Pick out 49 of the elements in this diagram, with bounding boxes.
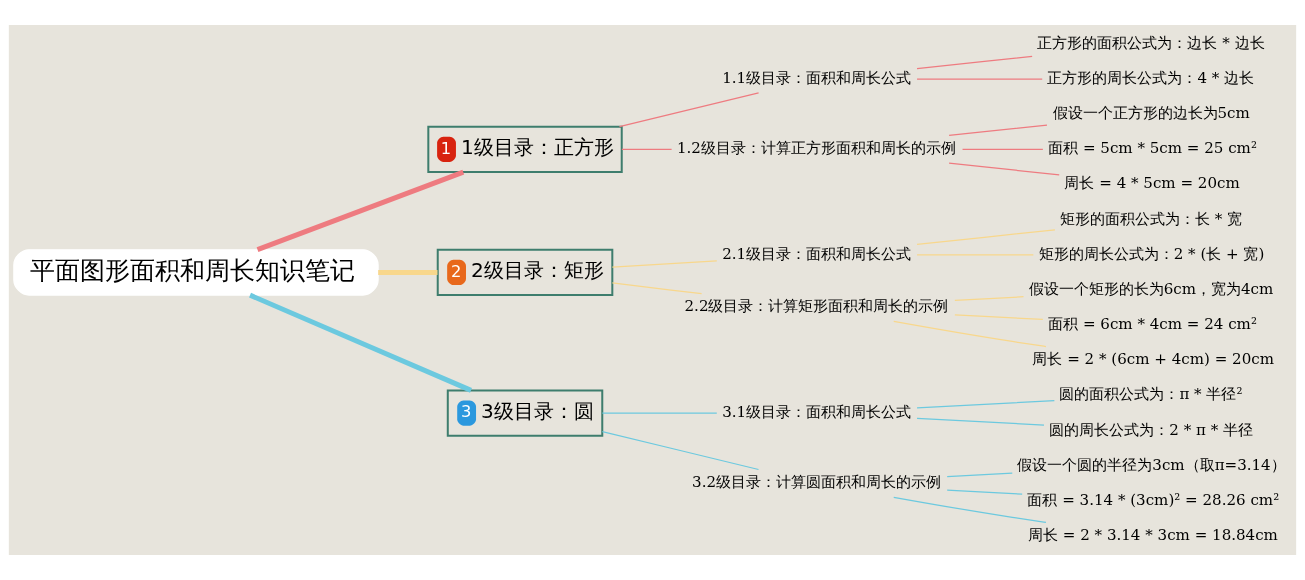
node-text: 矩形的周长公式为：2 * (长 + 宽) [1038, 244, 1265, 263]
node-text: 圆的面积公式为：π * 半径² [1059, 385, 1243, 404]
node-text: 周长 = 2 * (6cm + 4cm) = 20cm [1032, 350, 1274, 369]
node-text: 矩形的面积公式为：长 * 宽 [1060, 209, 1243, 228]
node-text: 1.2级目录：计算正方形面积和周长的示例 [676, 139, 956, 158]
connector [893, 496, 1047, 523]
node-box: 3 3级目录：圆 [446, 389, 604, 437]
connector [916, 78, 1043, 80]
connector [256, 169, 465, 253]
node-text: 正方形的面积公式为：边长 * 边长 [1037, 33, 1265, 52]
connector [621, 148, 673, 150]
connector [916, 399, 1055, 409]
node-box: 1 1级目录：正方形 [427, 125, 623, 173]
node-text: 3.2级目录：计算圆面积和周长的示例 [692, 473, 942, 492]
connector [916, 417, 1045, 426]
node-text: 周长 = 2 * 3.14 * 3cm = 18.84cm [1028, 526, 1278, 545]
node-text: 2.2级目录：计算矩形面积和周长的示例 [684, 297, 949, 316]
node-text: 面积 = 6cm * 4cm = 24 cm² [1048, 315, 1257, 334]
connector [618, 92, 760, 128]
node-text: 面积 = 5cm * 5cm = 25 cm² [1048, 139, 1257, 158]
node-box: 平面图形面积和周长知识笔记 [13, 249, 379, 296]
node-text: 假设一个矩形的长为6cm，宽为4cm [1028, 279, 1274, 298]
node-box: 2 2级目录：矩形 [436, 248, 614, 297]
connector [893, 320, 1047, 348]
node-text: 假设一个圆的半径为3cm（取π=3.14） [1017, 455, 1286, 474]
node-text: 1.1级目录：面积和周长公式 [722, 68, 912, 87]
connector [611, 260, 718, 268]
node-text: 圆的周长公式为：2 * π * 半径 [1049, 420, 1254, 439]
node-text: 面积 = 3.14 * (3cm)² = 28.26 cm² [1027, 490, 1280, 509]
connector [601, 412, 718, 414]
connector [378, 269, 438, 275]
connector [916, 55, 1033, 70]
node-text: 3.1级目录：面积和周长公式 [722, 402, 912, 421]
connector [611, 282, 703, 295]
connector [954, 314, 1044, 321]
node-text: 正方形的周长公式为：4 * 边长 [1047, 68, 1255, 87]
connector [946, 489, 1023, 495]
connector [946, 472, 1013, 478]
connector [916, 229, 1056, 245]
connector [948, 162, 1060, 176]
connector [961, 148, 1044, 150]
node-text: 周长 = 4 * 5cm = 20cm [1064, 174, 1240, 193]
node-text: 2.1级目录：面积和周长公式 [722, 244, 912, 263]
connector [948, 124, 1048, 137]
connector [954, 296, 1025, 301]
node-text: 假设一个正方形的边长为5cm [1052, 104, 1250, 123]
connector [916, 254, 1034, 256]
connector [249, 292, 472, 393]
connector [601, 430, 760, 471]
